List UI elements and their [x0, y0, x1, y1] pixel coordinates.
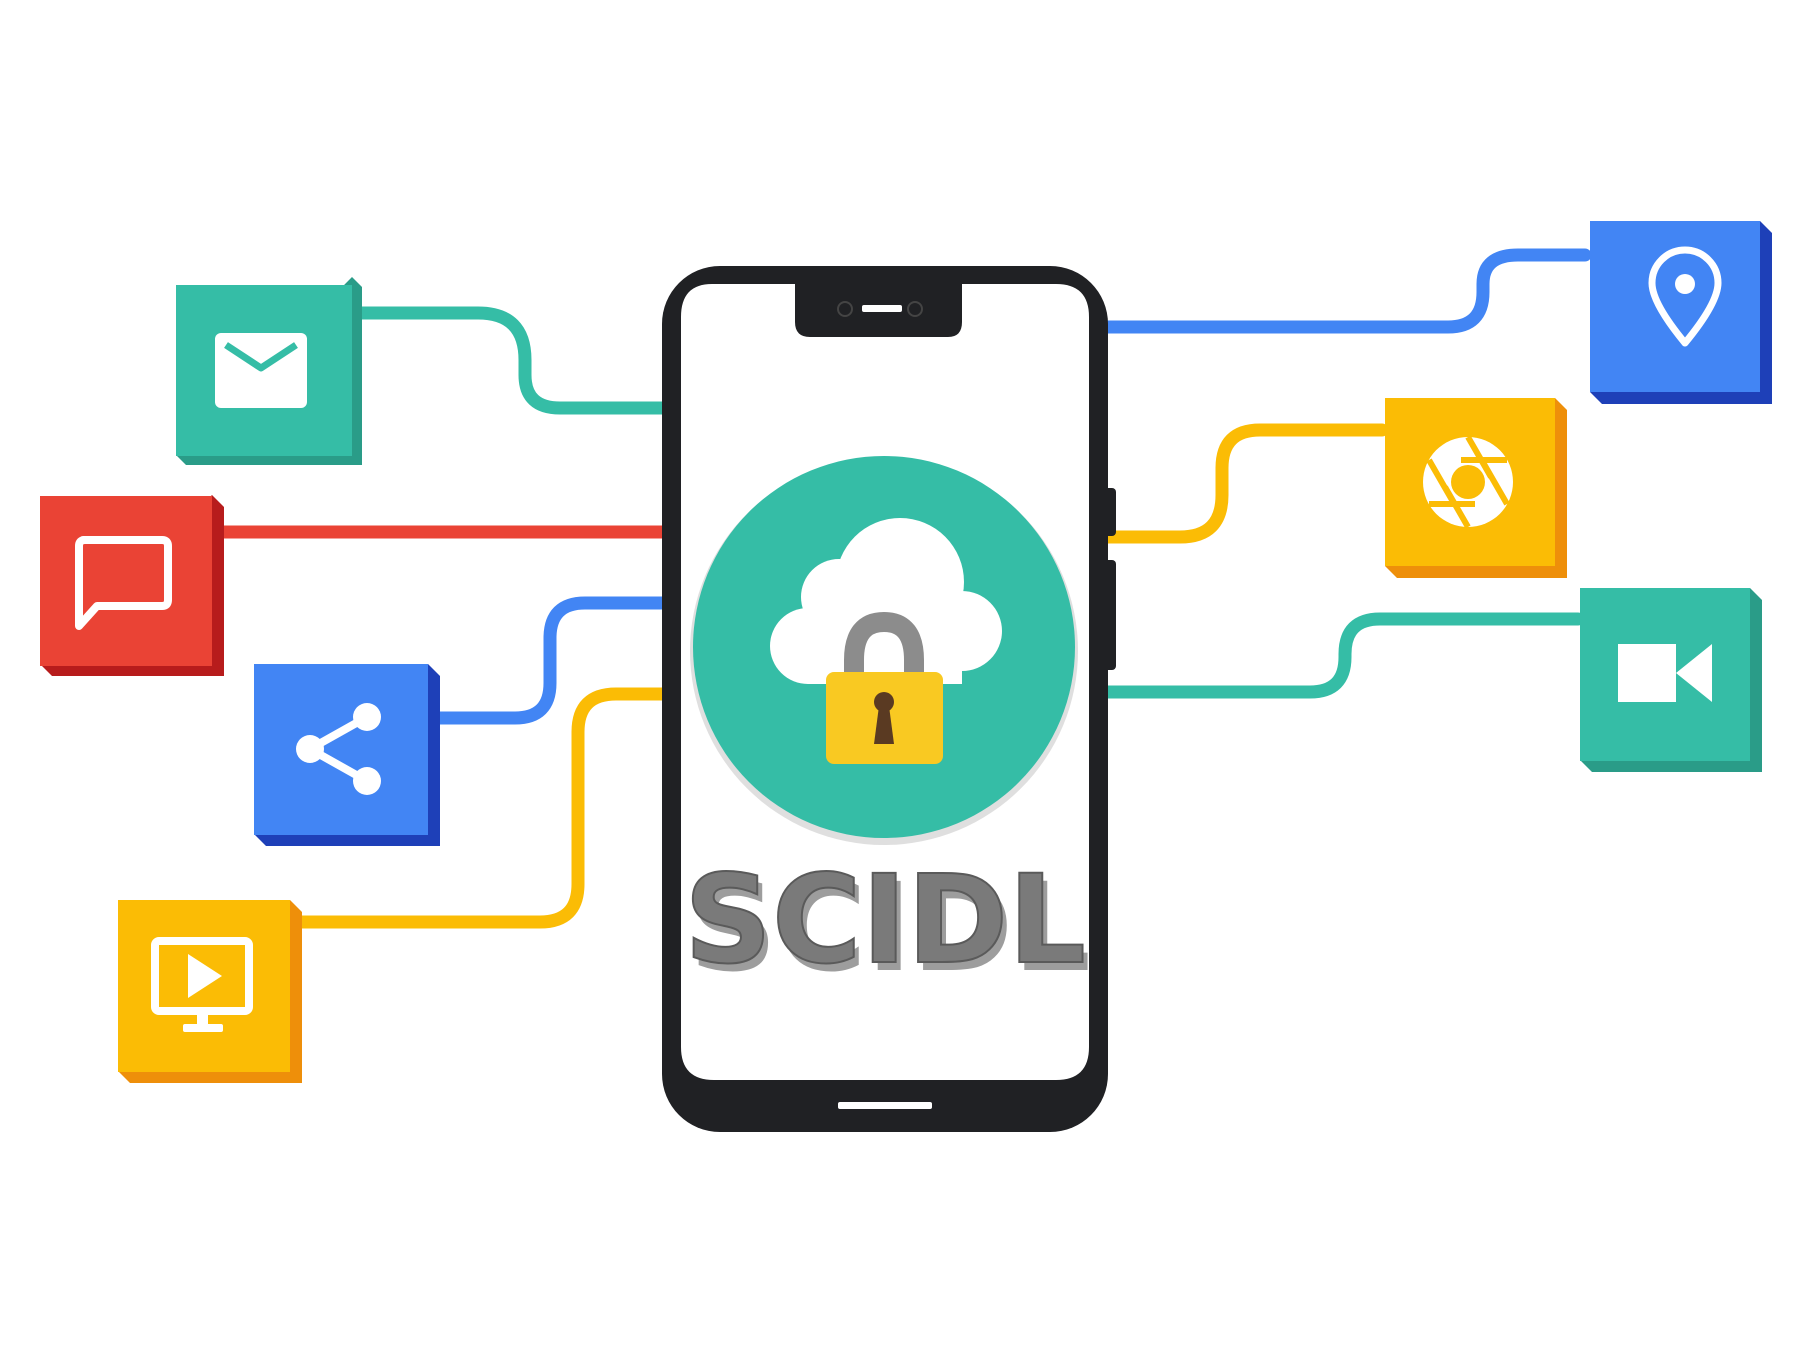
- connector-share: [433, 596, 669, 725]
- logo-text: SCIDL: [684, 849, 1086, 991]
- share-tile: [254, 664, 440, 846]
- camera-shutter-tile: [1385, 398, 1567, 578]
- video-camera-tile: [1580, 588, 1762, 772]
- phone-speaker: [862, 305, 902, 312]
- share-icon: [296, 703, 381, 795]
- connector-camera: [1101, 423, 1389, 544]
- connector-video-play: [293, 687, 669, 929]
- connector-video-camera: [1101, 612, 1585, 699]
- phone-home-indicator: [838, 1102, 932, 1109]
- lock-keyhole-slot: [874, 706, 894, 744]
- video-play-icon: [151, 937, 253, 1032]
- email-icon: [215, 333, 307, 408]
- connectors: [215, 248, 1592, 929]
- connector-email: [353, 306, 669, 415]
- email-tile: [176, 277, 362, 465]
- cloud-lock-icon: [690, 456, 1078, 845]
- connector-location: [1101, 248, 1592, 334]
- logo-text-shadow: SCIDL: [689, 857, 1091, 999]
- phone-camera-right: [907, 301, 923, 317]
- video-camera-icon: [1618, 644, 1712, 702]
- phone-camera-left: [837, 301, 853, 317]
- chat-bubble-icon: [75, 536, 172, 630]
- scidl-logo: SCIDL SCIDL: [683, 848, 1091, 999]
- video-play-tile: [118, 900, 302, 1083]
- lock-shackle: [844, 611, 924, 680]
- camera-shutter-icon: [1423, 435, 1513, 529]
- location-pin-icon: [1648, 246, 1722, 347]
- chat-bubble-tile: [40, 495, 224, 676]
- location-pin-tile: [1590, 221, 1772, 404]
- cloud-shape: [770, 518, 1002, 684]
